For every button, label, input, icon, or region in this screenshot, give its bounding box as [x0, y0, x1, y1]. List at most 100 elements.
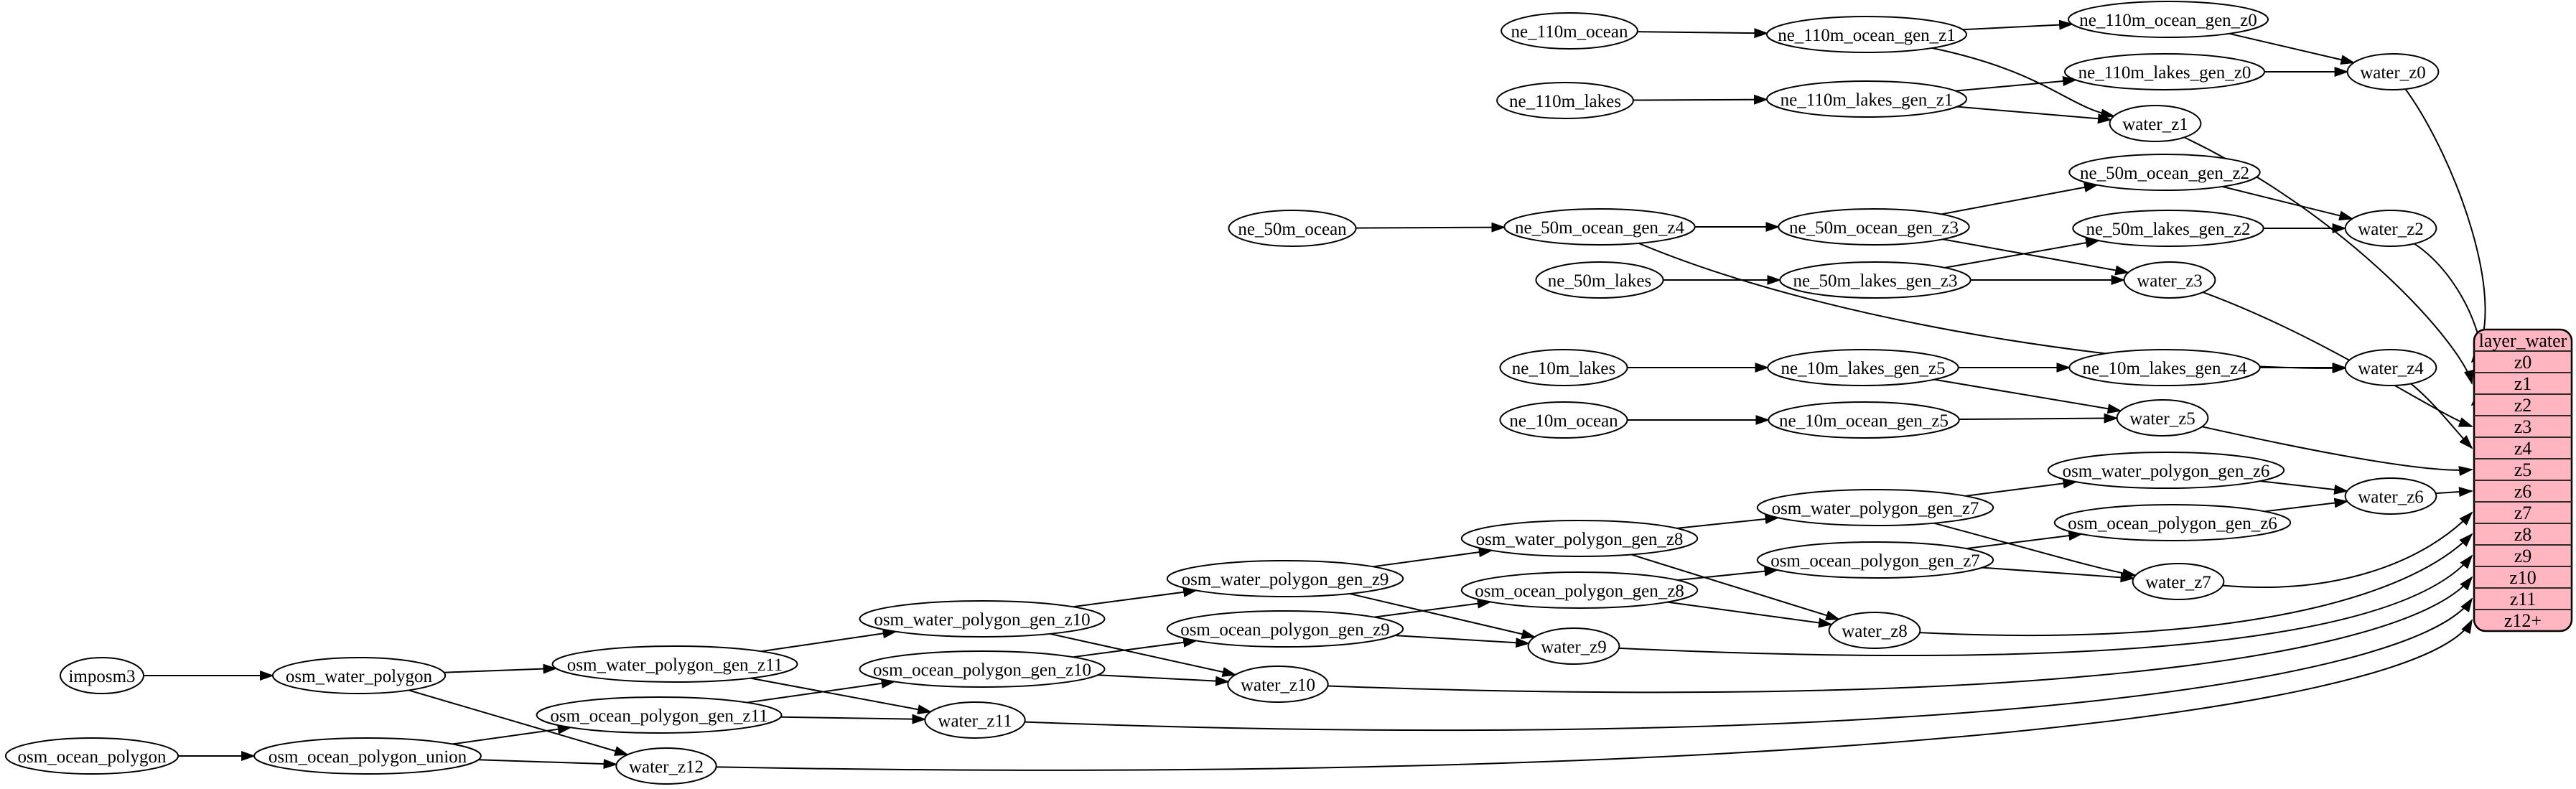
edge-osm_ocean_polygon_gen_z11-to-water_z11	[780, 714, 927, 724]
node-water_z1-ellipse	[2109, 105, 2202, 142]
node-ne_50m_ocean_gen_z3-ellipse	[1778, 208, 1970, 246]
node-water_z8-ellipse	[1828, 612, 1921, 649]
edge-osm_water_polygon-to-water_z12	[409, 689, 630, 756]
node-water_z3-label: water_z3	[2137, 271, 2203, 291]
node-osm_water_polygon_gen_z7-label: osm_water_polygon_gen_z7	[1772, 499, 1979, 518]
edge-osm_water_polygon_gen_z8-to-water_z8	[1630, 554, 1841, 620]
node-osm_water_polygon_gen_z10-label: osm_water_polygon_gen_z10	[874, 610, 1090, 630]
node-osm_ocean_polygon_gen_z7-label: osm_ocean_polygon_gen_z7	[1770, 551, 1980, 571]
node-osm_ocean_polygon_gen_z11-ellipse	[536, 696, 783, 734]
node-osm_ocean_polygon_gen_z9-label: osm_ocean_polygon_gen_z9	[1180, 620, 1390, 640]
node-osm_ocean_polygon_union-label: osm_ocean_polygon_union	[269, 747, 467, 767]
edge-water_z9-to-layer_water-z9	[1618, 554, 2473, 656]
node-ne_50m_lakes_gen_z3-label: ne_50m_lakes_gen_z3	[1793, 271, 1957, 291]
edge-osm_ocean_polygon_gen_z10-to-water_z10	[1097, 674, 1230, 686]
node-ne_50m_ocean_gen_z3: ne_50m_ocean_gen_z3	[1778, 208, 1970, 246]
node-ne_110m_lakes: ne_110m_lakes	[1496, 82, 1634, 119]
node-water_z4-label: water_z4	[2358, 359, 2424, 378]
edge-osm_water_polygon-to-osm_water_polygon_gen_z11	[444, 663, 558, 674]
node-water_z0: water_z0	[2346, 53, 2440, 90]
node-ne_10m_lakes: ne_10m_lakes	[1499, 349, 1628, 386]
node-osm_ocean_polygon_gen_z10-label: osm_ocean_polygon_gen_z10	[873, 660, 1091, 680]
node-osm_ocean_polygon-ellipse	[4, 737, 179, 775]
node-imposm3-label: imposm3	[68, 667, 135, 686]
node-ne_110m_ocean_gen_z0-label: ne_110m_ocean_gen_z0	[2079, 11, 2257, 30]
node-imposm3: imposm3	[60, 657, 144, 694]
edge-ne_110m_ocean_gen_z1-to-water_z1	[1931, 47, 2116, 119]
edge-ne_50m_ocean_gen_z2-to-water_z2	[2222, 185, 2354, 221]
layer-water-row-z10: z10	[2509, 567, 2537, 588]
node-water_z3-ellipse	[2123, 261, 2216, 299]
layer-water-row-z4: z4	[2514, 438, 2532, 459]
node-ne_110m_lakes_gen_z1-ellipse	[1766, 80, 1967, 118]
node-ne_110m_ocean-ellipse	[1501, 12, 1638, 50]
node-ne_110m_ocean_gen_z1-ellipse	[1766, 16, 1967, 53]
node-water_z1-label: water_z1	[2122, 115, 2188, 134]
node-ne_50m_ocean_gen_z2: ne_50m_ocean_gen_z2	[2068, 154, 2261, 191]
node-osm_water_polygon_gen_z7: osm_water_polygon_gen_z7	[1756, 489, 1994, 526]
node-ne_50m_ocean_gen_z4-label: ne_50m_ocean_gen_z4	[1515, 218, 1685, 238]
node-ne_10m_lakes_gen_z4: ne_10m_lakes_gen_z4	[2068, 349, 2261, 386]
node-water_z6: water_z6	[2344, 477, 2437, 515]
edge-osm_ocean_polygon_gen_z9-to-osm_ocean_polygon_gen_z8	[1374, 598, 1492, 618]
node-water_z12-ellipse	[615, 747, 717, 785]
node-osm_ocean_polygon_union: osm_ocean_polygon_union	[253, 737, 482, 775]
edge-osm_ocean_polygon_gen_z7-to-water_z7	[1982, 566, 2135, 583]
node-osm_water_polygon_gen_z10-ellipse	[859, 600, 1106, 638]
edge-water_z12-to-layer_water-z12+	[716, 619, 2473, 771]
node-ne_50m_lakes-ellipse	[1535, 261, 1664, 299]
node-water_z7: water_z7	[2132, 563, 2225, 600]
node-osm_water_polygon_gen_z9-label: osm_water_polygon_gen_z9	[1182, 570, 1389, 589]
node-osm_ocean_polygon_gen_z9: osm_ocean_polygon_gen_z9	[1166, 610, 1404, 648]
node-ne_10m_ocean_gen_z5-label: ne_10m_ocean_gen_z5	[1779, 411, 1949, 431]
node-ne_110m_lakes_gen_z1: ne_110m_lakes_gen_z1	[1766, 80, 1967, 118]
node-imposm3-ellipse	[60, 657, 144, 694]
node-osm_water_polygon_gen_z8-label: osm_water_polygon_gen_z8	[1476, 530, 1684, 549]
node-osm_ocean_polygon_gen_z7-ellipse	[1756, 541, 1994, 579]
node-osm_ocean_polygon_gen_z6-ellipse	[2053, 504, 2292, 541]
node-ne_110m_lakes-ellipse	[1496, 82, 1634, 119]
node-osm_water_polygon_gen_z8-ellipse	[1460, 520, 1699, 557]
edge-osm_ocean_polygon_gen_z6-to-water_z6	[2264, 498, 2349, 513]
edge-ne_110m_ocean-to-ne_110m_ocean_gen_z1	[1637, 28, 1769, 39]
node-water_z12-label: water_z12	[629, 757, 704, 777]
node-ne_50m_lakes_gen_z2-ellipse	[2072, 210, 2264, 247]
node-water_z6-label: water_z6	[2358, 487, 2424, 507]
layer-water-row-z7: z7	[2514, 503, 2532, 523]
node-ne_50m_lakes: ne_50m_lakes	[1535, 261, 1664, 299]
edge-ne_110m_lakes-to-ne_110m_lakes_gen_z1	[1633, 94, 1769, 105]
node-ne_10m_ocean_gen_z5: ne_10m_ocean_gen_z5	[1768, 401, 1960, 439]
edge-ne_110m_lakes_gen_z1-to-water_z1	[1956, 106, 2113, 124]
edge-water_z2-to-layer_water-z2	[2414, 243, 2485, 406]
node-water_z5-label: water_z5	[2129, 409, 2195, 429]
node-ne_10m_lakes_gen_z4-ellipse	[2068, 349, 2261, 386]
node-osm_water_polygon_gen_z9: osm_water_polygon_gen_z9	[1166, 560, 1404, 597]
node-ne_10m_ocean-label: ne_10m_ocean	[1509, 411, 1618, 431]
node-osm_water_polygon_gen_z11: osm_water_polygon_gen_z11	[551, 645, 798, 683]
node-osm_ocean_polygon_union-ellipse	[253, 737, 482, 775]
node-ne_50m_lakes_gen_z3-ellipse	[1779, 261, 1971, 299]
node-osm_water_polygon-ellipse	[271, 657, 447, 694]
layer-water-row-z12+: z12+	[2504, 610, 2542, 631]
edge-osm_ocean_polygon_gen_z10-to-osm_ocean_polygon_gen_z9	[1073, 637, 1198, 658]
edges-layer	[144, 19, 2486, 771]
node-water_z6-ellipse	[2344, 477, 2437, 515]
edge-osm_ocean_polygon_gen_z9-to-water_z9	[1394, 635, 1531, 648]
node-osm_ocean_polygon_gen_z11: osm_ocean_polygon_gen_z11	[536, 696, 783, 734]
edge-osm_water_polygon_gen_z9-to-water_z9	[1349, 592, 1536, 639]
layer-water-row-z2: z2	[2514, 395, 2532, 416]
layer-water-row-z11: z11	[2510, 589, 2537, 610]
node-ne_50m_ocean_gen_z4: ne_50m_ocean_gen_z4	[1503, 208, 1696, 246]
edge-ne_50m_ocean_gen_z3-to-water_z3	[1942, 238, 2130, 276]
node-water_z4-ellipse	[2344, 349, 2437, 386]
node-osm_ocean_polygon_gen_z10: osm_ocean_polygon_gen_z10	[859, 650, 1106, 688]
node-water_z11: water_z11	[924, 701, 1026, 739]
node-osm_ocean_polygon_gen_z9-ellipse	[1166, 610, 1404, 648]
node-osm_water_polygon_gen_z6-ellipse	[2047, 452, 2285, 489]
edge-ne_10m_lakes_gen_z5-to-water_z5	[1933, 378, 2122, 414]
node-ne_110m_lakes_gen_z0: ne_110m_lakes_gen_z0	[2064, 53, 2265, 90]
edge-osm_ocean_polygon_gen_z8-to-water_z8	[1667, 601, 1834, 628]
node-osm_water_polygon_gen_z7-ellipse	[1756, 489, 1994, 526]
node-ne_50m_ocean-ellipse	[1228, 210, 1357, 247]
